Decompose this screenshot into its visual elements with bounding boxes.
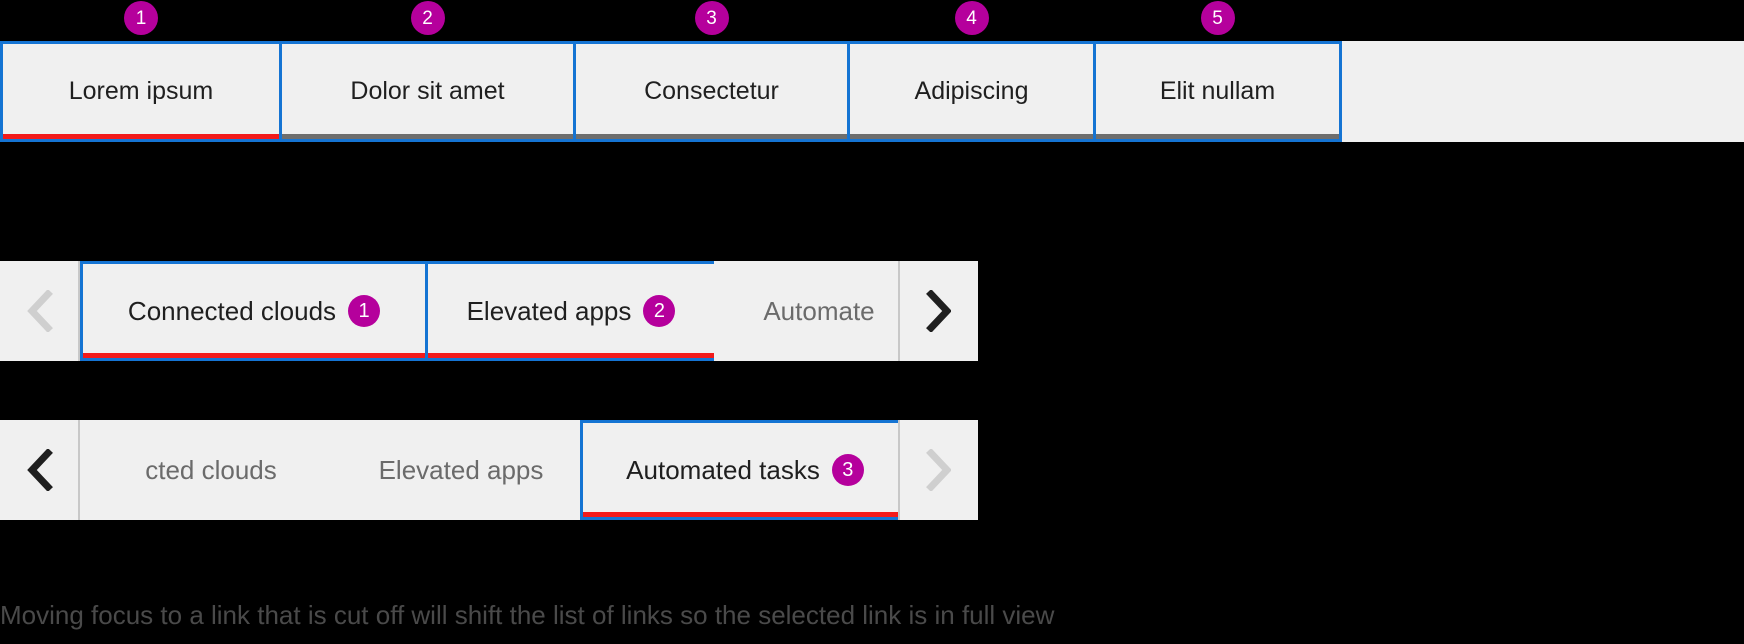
annotation-marker: 1 xyxy=(124,1,158,35)
tab-label: Connected clouds xyxy=(127,295,337,326)
selected-underline xyxy=(583,512,898,517)
tab-label: cted clouds xyxy=(145,454,277,485)
tab-label-wrap: Automated tasks 3 xyxy=(626,454,864,486)
tab-label-wrap: Elevated apps xyxy=(379,455,544,486)
selected-underline xyxy=(3,134,279,139)
next-chevron-button[interactable] xyxy=(898,261,978,361)
tab-automate[interactable]: Automate xyxy=(714,261,898,361)
tab-label: Dolor sit amet xyxy=(350,77,505,105)
tab-adipiscing[interactable]: Adipiscing xyxy=(847,41,1096,142)
tab-label: Automate xyxy=(763,295,875,326)
tab-dolor-sit-amet[interactable]: Dolor sit amet xyxy=(279,41,576,142)
tab-underline xyxy=(576,134,847,139)
carousel-strip-focus-third: cted clouds Elevated apps Automated tasks 3 xyxy=(0,420,978,520)
prev-chevron-button[interactable] xyxy=(0,261,80,361)
carousel-tab-list: cted clouds Elevated apps Automated tasks 3 xyxy=(80,420,898,520)
chevron-left-icon xyxy=(27,290,53,332)
chevron-right-icon xyxy=(925,449,951,491)
tab-label-wrap: Automate xyxy=(763,296,874,327)
tab-label-wrap: Elevated apps 2 xyxy=(467,295,676,327)
tab-label: Adipiscing xyxy=(914,77,1029,105)
chevron-right-icon xyxy=(925,290,951,332)
tab-label: Elevated apps xyxy=(466,295,632,326)
annotation-marker: 5 xyxy=(1200,1,1235,35)
lorem-tab-strip: Lorem ipsum Dolor sit amet Consectetur Adip… xyxy=(0,41,1744,142)
annotation-marker: 3 xyxy=(694,1,729,35)
tab-label: Lorem ipsum xyxy=(68,77,214,105)
tab-consectetur[interactable]: Consectetur xyxy=(573,41,850,142)
carousel-tab-list: Connected clouds 1 Elevated apps 2 Automate xyxy=(80,261,898,361)
tab-underline xyxy=(282,134,573,139)
chevron-left-icon xyxy=(27,449,53,491)
tab-label-wrap: Connected clouds 1 xyxy=(127,295,381,327)
tab-label: Automated tasks xyxy=(626,454,820,485)
tab-underline xyxy=(1096,134,1339,139)
tab-badge: 3 xyxy=(831,454,864,486)
tab-lorem-ipsum[interactable]: Lorem ipsum xyxy=(0,41,282,142)
selected-underline xyxy=(428,353,714,358)
tab-label: Elevated apps xyxy=(378,454,544,485)
tab-automated-tasks[interactable]: Automated tasks 3 xyxy=(580,420,898,520)
tab-elit-nullam[interactable]: Elit nullam xyxy=(1093,41,1342,142)
lorem-tab-list: Lorem ipsum Dolor sit amet Consectetur Adip… xyxy=(0,41,1342,142)
tab-label: Consectetur xyxy=(644,77,779,105)
tab-label: Elit nullam xyxy=(1159,77,1276,105)
annotation-marker: 2 xyxy=(410,1,445,35)
tab-underline xyxy=(850,134,1093,139)
next-chevron-button[interactable] xyxy=(898,420,978,520)
carousel-strip-focus-second: Connected clouds 1 Elevated apps 2 Automate xyxy=(0,261,978,361)
tab-label-wrap: cted clouds xyxy=(145,455,277,486)
tab-connected-clouds[interactable]: Connected clouds 1 xyxy=(80,261,428,361)
annotation-marker: 4 xyxy=(954,1,989,35)
prev-chevron-button[interactable] xyxy=(0,420,80,520)
tab-badge: 2 xyxy=(643,295,676,327)
tab-elevated-apps[interactable]: Elevated apps xyxy=(342,420,580,520)
tab-badge: 1 xyxy=(348,295,381,327)
tab-cted-clouds[interactable]: cted clouds xyxy=(80,420,342,520)
tab-elevated-apps[interactable]: Elevated apps 2 xyxy=(425,261,717,361)
selected-underline xyxy=(83,353,425,358)
caption-text: Moving focus to a link that is cut off w… xyxy=(0,600,1055,630)
